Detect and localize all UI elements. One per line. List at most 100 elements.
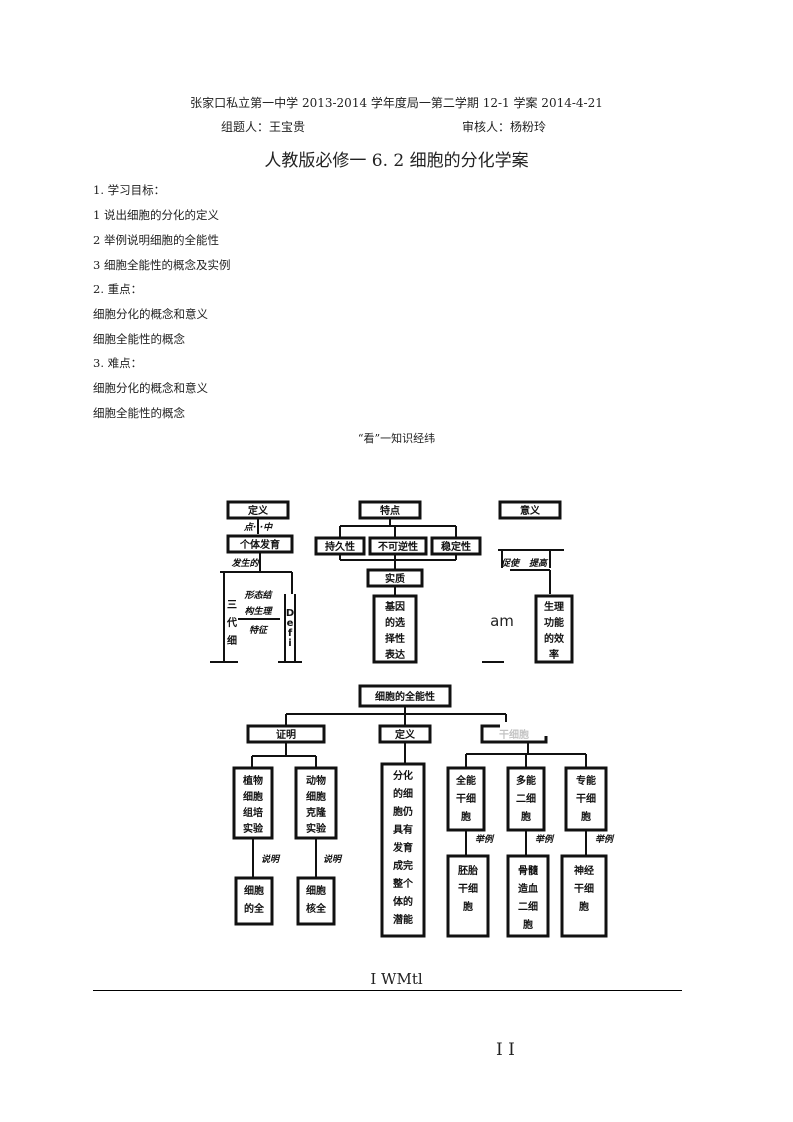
essence-leaf-box xyxy=(372,594,418,664)
meaning-mid-text: am xyxy=(490,612,514,630)
outline-line: 细胞分化的概念和意义 xyxy=(93,307,208,321)
proof-plant-line: 植物 xyxy=(242,774,263,787)
outline-line: 细胞全能性的概念 xyxy=(93,332,185,346)
definition-leaf-line: 具有 xyxy=(392,823,413,836)
feature-irreversible: 不可逆性 xyxy=(378,540,418,553)
ex2-line: 胞 xyxy=(522,918,533,931)
def-leaf3-line: i xyxy=(288,638,291,649)
stem2-line: 多能 xyxy=(516,774,536,787)
stem1-line: 干细 xyxy=(456,792,476,805)
stem1-line: 全能 xyxy=(455,774,476,787)
definition-leaf-line: 整个 xyxy=(392,877,414,890)
example-neural-box xyxy=(560,854,608,938)
header-author: 组题人：王宝贵 xyxy=(221,120,306,134)
stem1-line: 胞 xyxy=(460,810,471,823)
stem2-line: 二细 xyxy=(516,792,536,805)
meaning-leaf-line: 率 xyxy=(549,648,559,661)
def-leaf2-line: 特征 xyxy=(249,625,269,636)
stem-pluripotent-box xyxy=(506,766,546,832)
def-leaf2-line: 形态结 xyxy=(243,590,273,601)
definition-leaf-line: 发育 xyxy=(392,841,413,854)
outline-line: 3. 难点： xyxy=(93,356,143,370)
feature-persistence: 持久性 xyxy=(325,540,355,553)
def-leaf1-line: 细 xyxy=(227,634,237,647)
ex3-line: 干细 xyxy=(574,882,594,895)
feature-stability: 稳定性 xyxy=(441,540,471,553)
ex3-line: 胞 xyxy=(578,900,589,913)
outline-line: 2 举例说明细胞的全能性 xyxy=(93,233,219,247)
meaning-box xyxy=(498,500,562,520)
concept-map-diagram: 定义 点···中 个体发育 发生的 三 代 细 形态结 构生理 特征 D e f… xyxy=(210,500,615,938)
totipotency-root-label: 细胞的全能性 xyxy=(375,690,435,703)
essence-leaf-line: 基因 xyxy=(384,600,405,613)
meaning-leaf-line: 的效 xyxy=(544,632,565,645)
proof-result2-box xyxy=(296,876,336,926)
ex2-line: 造血 xyxy=(518,882,538,895)
stem3-line: 干细 xyxy=(576,792,596,805)
stem3-line: 胞 xyxy=(580,810,591,823)
feature-irreversible-box xyxy=(368,536,428,556)
outline-line: 2. 重点： xyxy=(93,282,143,296)
proof-result2-line: 核全 xyxy=(306,902,327,915)
outline-line: 细胞分化的概念和意义 xyxy=(93,381,208,395)
features-label: 特点 xyxy=(380,504,400,517)
proof-result1-line: 细胞 xyxy=(244,884,264,897)
section-subtitle: “看”一知识经纬 xyxy=(357,432,436,445)
ex2-line: 二细 xyxy=(518,900,538,913)
totipotency-definition-leaf-box xyxy=(380,762,426,938)
definition-label: 定义 xyxy=(248,504,269,517)
def-leaf3-line: e xyxy=(287,618,294,629)
proof-animal-line: 实验 xyxy=(306,822,327,835)
proof-plant-line: 实验 xyxy=(243,822,264,835)
ex1-line: 胚胎 xyxy=(458,864,478,877)
page-number: I I xyxy=(496,1040,515,1060)
essence-leaf-line: 的选 xyxy=(385,616,405,629)
proof-plant-line: 组培 xyxy=(243,806,263,819)
definition-leaf-line: 体的 xyxy=(393,895,413,908)
definition-sub1: 点···中 xyxy=(243,522,273,533)
development-label: 个体发育 xyxy=(239,538,280,551)
definition-leaf-line: 胞仍 xyxy=(392,805,413,818)
stem3-line: 专能 xyxy=(576,774,596,787)
meaning-leaf-box xyxy=(534,594,574,664)
ex2-line: 骨髓 xyxy=(518,864,539,877)
meaning-leaf-line: 生理 xyxy=(544,600,564,613)
example-embryonic-box xyxy=(446,854,490,938)
stem2-line: 胞 xyxy=(520,810,531,823)
proof-result1-line: 的全 xyxy=(244,902,265,915)
meaning-leaf-line: 功能 xyxy=(544,616,564,629)
def-leaf1-line: 三 xyxy=(227,599,237,611)
def-leaf3-line: D xyxy=(286,608,294,619)
totipotency-definition-label: 定义 xyxy=(395,728,416,741)
header-reviewer: 审核人：杨粉玲 xyxy=(462,120,547,134)
example-label-2: 举例 xyxy=(535,834,555,845)
proof-animal-line: 克隆 xyxy=(306,806,327,819)
essence-label: 实质 xyxy=(385,572,405,585)
def-leaf1-line: 代 xyxy=(226,616,237,629)
proof-plant-box xyxy=(232,766,274,840)
meaning-sub2: 提高 xyxy=(529,558,549,569)
document-title: 人教版必修一 6. 2 细胞的分化学案 xyxy=(264,151,529,171)
example-bone-marrow-box xyxy=(506,854,550,938)
stem-cell-label: 干细胞 xyxy=(499,728,529,741)
ex1-line: 干细 xyxy=(458,882,478,895)
outline-line: 1. 学习目标： xyxy=(93,183,166,197)
definition-leaf-line: 的细 xyxy=(393,787,413,800)
proof-result2-line: 细胞 xyxy=(306,884,326,897)
proof-label-2: 说明 xyxy=(323,854,343,865)
example-label-1: 举例 xyxy=(475,834,495,845)
def-leaf2-line: 构生理 xyxy=(244,606,273,617)
definition-sub3: 发生的 xyxy=(231,558,260,569)
meaning-label: 意义 xyxy=(520,504,541,517)
header-school-line: 张家口私立第一中学 2013-2014 学年度局一第二学期 12-1 学案 20… xyxy=(190,96,603,110)
outline-line: 3 细胞全能性的概念及实例 xyxy=(93,258,231,272)
essence-leaf-line: 表达 xyxy=(384,648,405,661)
definition-leaf-line: 潜能 xyxy=(393,913,413,926)
definition-leaf-line: 分化 xyxy=(393,769,413,782)
footer-rule xyxy=(93,990,682,991)
definition-leaf-line: 成完 xyxy=(393,859,413,872)
proof-label-1: 说明 xyxy=(261,854,281,865)
proof-label: 证明 xyxy=(276,729,296,741)
proof-animal-line: 动物 xyxy=(306,774,326,787)
footer-text: I WMtl xyxy=(370,970,423,988)
